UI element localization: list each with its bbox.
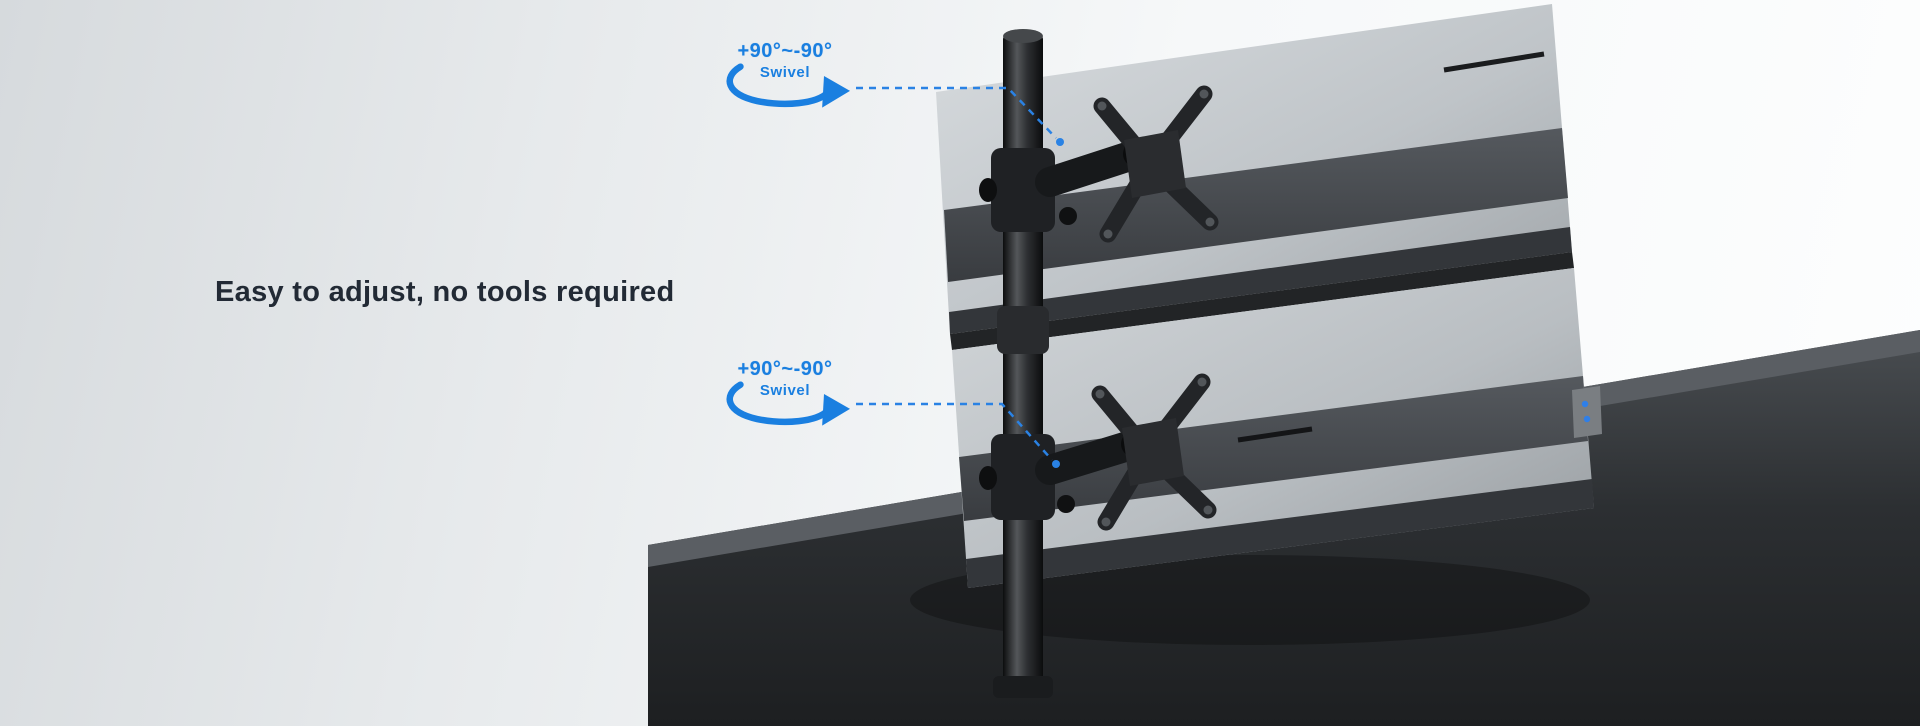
monitor-bottom-vent-slot — [1237, 426, 1313, 443]
callout-swivel-bottom: +90°~-90° Swivel — [710, 358, 860, 426]
desk-shadow — [910, 555, 1590, 645]
top-vesa-screws — [1097, 89, 1215, 239]
swivel-rotation-arrow-icon — [720, 378, 850, 436]
bottom-vesa-plate-center — [1122, 418, 1184, 486]
usb-ports — [1572, 386, 1602, 438]
swivel-label-bottom: Swivel — [759, 382, 811, 399]
bottom-mount-arm — [1035, 431, 1143, 485]
swivel-rotation-arrow-icon — [720, 60, 850, 118]
bottom-tension-knob — [1057, 495, 1075, 513]
leader-dot-bottom — [1052, 460, 1060, 468]
leader-line-top — [856, 86, 1057, 139]
leader-dot-top — [1056, 138, 1064, 146]
bottom-clamp-knob — [979, 466, 997, 490]
monitor-bottom-dark-band — [959, 376, 1588, 521]
pole-column — [1003, 34, 1043, 694]
monitor-top-bottom-bezel — [949, 227, 1572, 334]
leader-line-bottom — [856, 402, 1053, 461]
usb-port-top — [1581, 400, 1589, 408]
usb-port-bottom — [1583, 415, 1591, 423]
monitor-gap-shadow — [950, 252, 1574, 350]
top-pole-clamp — [991, 148, 1055, 232]
monitor-top-vent-slot — [1443, 51, 1545, 73]
bottom-vesa-screws — [1095, 377, 1213, 527]
monitor-top-dark-band — [944, 128, 1568, 282]
headline-text: Easy to adjust, no tools required — [215, 276, 675, 308]
usb-port-housing — [1572, 386, 1602, 438]
pole-base — [993, 676, 1053, 698]
vesa-mount-top — [979, 85, 1219, 243]
top-vesa-plate-center — [1124, 130, 1186, 198]
swivel-range-label-top: +90°~-90° — [737, 40, 833, 62]
top-mount-arm — [1035, 141, 1145, 197]
pole-top-cap — [1003, 29, 1043, 43]
monitor-bottom-bottom-bezel — [966, 479, 1594, 588]
pole-cable-clip — [997, 306, 1049, 354]
top-tension-knob — [1059, 207, 1077, 225]
callout-swivel-top: +90°~-90° Swivel — [710, 40, 860, 108]
vesa-mount-bottom — [979, 373, 1217, 531]
swivel-range-label-bottom: +90°~-90° — [737, 358, 833, 380]
top-clamp-knob — [979, 178, 997, 202]
bottom-pole-clamp — [991, 434, 1055, 520]
monitor-top-rear — [936, 4, 1572, 334]
swivel-label-top: Swivel — [759, 64, 811, 81]
